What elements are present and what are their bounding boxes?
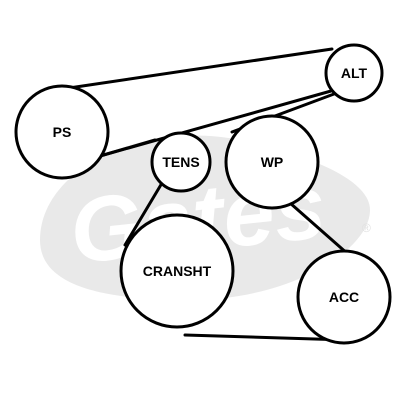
belt-ps-tens — [98, 138, 157, 158]
pulley-cransht: CRANSHT — [119, 213, 235, 329]
belt-tens-cransht — [123, 181, 164, 247]
pulley-acc-label: ACC — [329, 289, 359, 305]
pulley-cransht-label: CRANSHT — [143, 263, 212, 279]
pulley-wp: WP — [224, 114, 320, 210]
pulley-alt-circle — [324, 43, 384, 103]
watermark-registered-mark: ® — [362, 221, 371, 235]
pulley-ps: PS — [14, 84, 110, 180]
pulley-ps-label: PS — [53, 124, 72, 140]
belt-cransht-acc-bottom — [183, 333, 349, 342]
pulley-tens: TENS — [150, 131, 212, 193]
pulley-acc-circle — [296, 249, 392, 345]
pulley-acc: ACC — [296, 249, 392, 345]
pulley-tens-label: TENS — [162, 154, 199, 170]
pulley-ps-circle — [14, 84, 110, 180]
pulley-wp-label: WP — [261, 154, 284, 170]
pulley-alt-label: ALT — [341, 65, 368, 81]
pulley-cransht-circle — [119, 213, 235, 329]
pulley-wp-circle — [224, 114, 320, 210]
belt-ps-alt-top — [40, 47, 334, 94]
pulley-alt: ALT — [324, 43, 384, 103]
pulley-tens-circle — [150, 131, 212, 193]
